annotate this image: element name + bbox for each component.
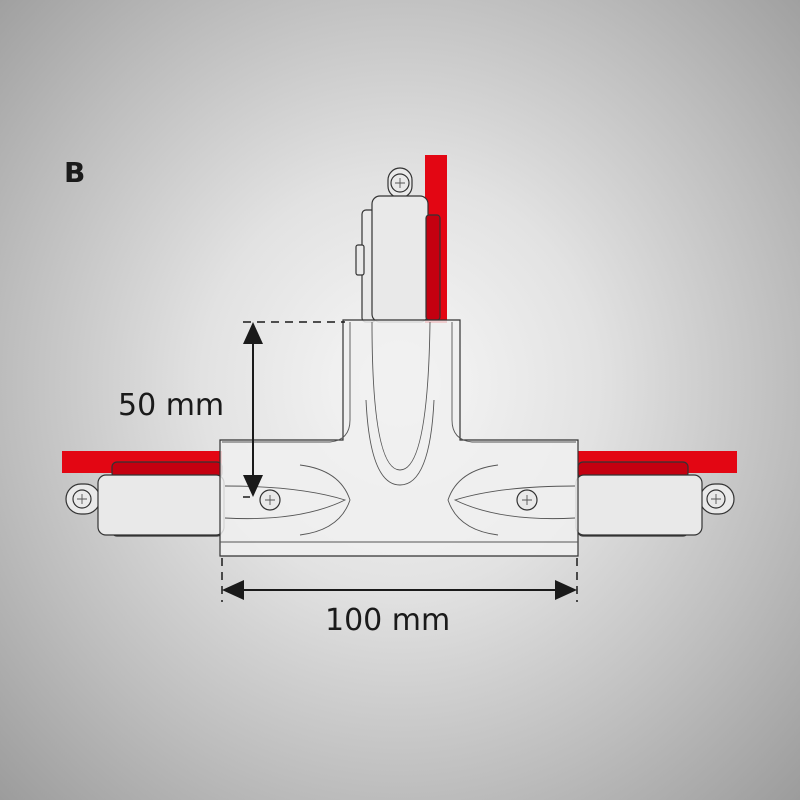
t-connector-body — [219, 319, 579, 557]
arrow-down-icon — [243, 475, 263, 497]
width-label: 100 mm — [325, 603, 451, 638]
adapter-left — [65, 461, 225, 537]
panel-label: B — [64, 156, 86, 189]
adapter-top — [355, 167, 441, 323]
arrow-up-icon — [243, 322, 263, 344]
height-dimension — [243, 321, 345, 498]
arrow-right-icon — [555, 580, 577, 600]
adapter-right — [575, 461, 735, 537]
height-label: 50 mm — [118, 388, 225, 423]
arrow-left-icon — [222, 580, 244, 600]
width-dimension — [221, 558, 578, 602]
